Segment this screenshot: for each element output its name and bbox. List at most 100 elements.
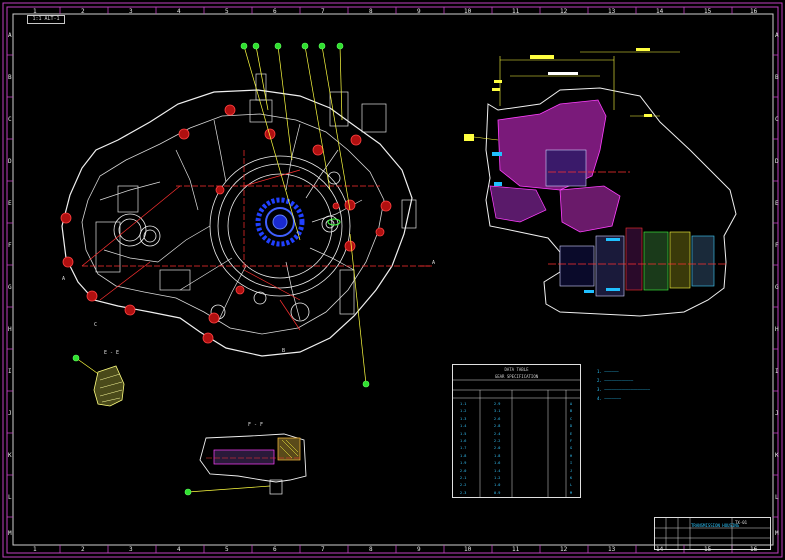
housing-inner-wall [81,113,385,335]
table-cell-a: 1.8 [460,453,467,458]
table-row: 1.8 1.8 H [454,453,579,460]
zone-letter-right-e: E [775,200,779,207]
zone-number-bottom-13: 13 [608,546,616,553]
table-subtitle: GEAR SPECIFICATION [494,374,539,379]
zone-number-bottom-10: 10 [464,546,472,553]
title-block-grid [654,517,771,550]
table-cell-a: 1.4 [460,424,467,429]
zone-letter-c: C [8,116,12,123]
table-cell-c: D [570,424,573,429]
zone-number-bottom-7: 7 [321,546,325,553]
zone-letter-d: D [8,158,12,165]
title-block-code: TX-01 [735,520,748,525]
view-label-c: C [94,322,98,328]
table-cell-a: 1.1 [460,402,467,406]
zone-letter-right-c: C [775,116,779,123]
zone-number-bottom-6: 6 [273,546,277,553]
table-cell-c: M [570,490,573,495]
technical-notes: 1. —————— 2. ———————————— 3. ———————————… [597,367,707,403]
red-bolt-bosses [60,104,392,344]
dimension-lines-yellow [465,51,680,141]
zone-number-3: 3 [129,8,133,15]
zone-letter-right-i: I [775,368,779,375]
table-cell-c: K [570,476,573,480]
zone-number-13: 13 [608,8,616,15]
zone-number-bottom-8: 8 [369,546,373,553]
zone-letter-l: L [8,494,12,501]
zone-number-bottom-3: 3 [129,546,133,553]
section-hatch-left [489,185,547,223]
zone-number-11: 11 [512,8,520,15]
zone-letter-b: B [8,74,12,81]
zone-ticks [7,7,778,553]
table-cell-b: 0.9 [494,490,501,495]
bolt-holes [113,155,351,322]
leader-lines [75,45,367,493]
zone-letter-right-a: A [775,32,779,39]
title-block: TRANSMISSION HOUSING TX-01 [654,517,771,550]
zone-number-8: 8 [369,8,373,15]
table-cell-c: G [570,446,573,451]
table-cell-b: 1.4 [494,468,501,473]
note-line-2: 2. ———————————— [597,378,634,383]
zone-letter-m: M [8,530,12,537]
sheet-tab-label: 1:1 ALT-1 [27,15,65,24]
zone-number-bottom-4: 4 [177,546,181,553]
zone-letter-right-m: M [775,530,779,537]
zone-letter-right-d: D [775,158,779,165]
detail-e-e [93,365,125,407]
table-cell-b: 1.2 [494,476,501,480]
table-cell-a: 1.3 [460,416,467,421]
table-cell-b: 2.8 [494,424,501,429]
note-line-3: 3. ——————————————————— [597,387,650,392]
zone-letter-a: A [8,32,12,39]
table-title: DATA TABLE [504,367,529,372]
table-cell-c: E [570,431,573,436]
zone-number-bottom-9: 9 [417,546,421,553]
table-cell-a: 1.7 [460,446,467,451]
zone-number-bottom-12: 12 [560,546,568,553]
table-cell-c: J [570,468,573,473]
housing-outline [61,89,413,357]
table-cell-a: 1.9 [460,461,467,466]
zone-number-15: 15 [704,8,712,15]
zone-number-16: 16 [750,8,758,15]
table-cell-b: 2.4 [494,431,501,436]
table-cell-c: F [570,439,573,443]
zone-number-bottom-2: 2 [81,546,85,553]
table-row: 1.4 2.8 D [454,423,579,430]
table-row: 1.7 2.0 G [454,445,579,452]
zone-letter-right-b: B [775,74,779,81]
housing-ribs [95,73,417,323]
table-cell-c: I [570,461,573,466]
zone-letter-f: F [8,242,12,249]
drawing-border [12,13,774,546]
view-label-a-left: A [62,276,66,282]
zone-number-bottom-11: 11 [512,546,520,553]
table-cell-b: 3.1 [494,409,501,414]
zone-letter-j: J [8,410,12,417]
view-label-a-right: A [432,260,436,266]
table-grid [452,379,581,498]
table-cell-b: 2.0 [494,446,501,451]
zone-number-12: 12 [560,8,568,15]
table-cell-a: 1.2 [460,409,467,414]
section-hatch-mid [559,185,621,233]
title-block-name: TRANSMISSION HOUSING [691,523,740,528]
view-label-e-e: E - E [104,350,120,356]
housing-main-view [60,42,432,496]
table-cell-b: 1.8 [494,453,501,458]
table-cell-c: H [570,453,573,458]
housing-section-view [464,48,737,317]
zone-number-9: 9 [417,8,421,15]
table-cell-a: 2.2 [460,483,467,488]
